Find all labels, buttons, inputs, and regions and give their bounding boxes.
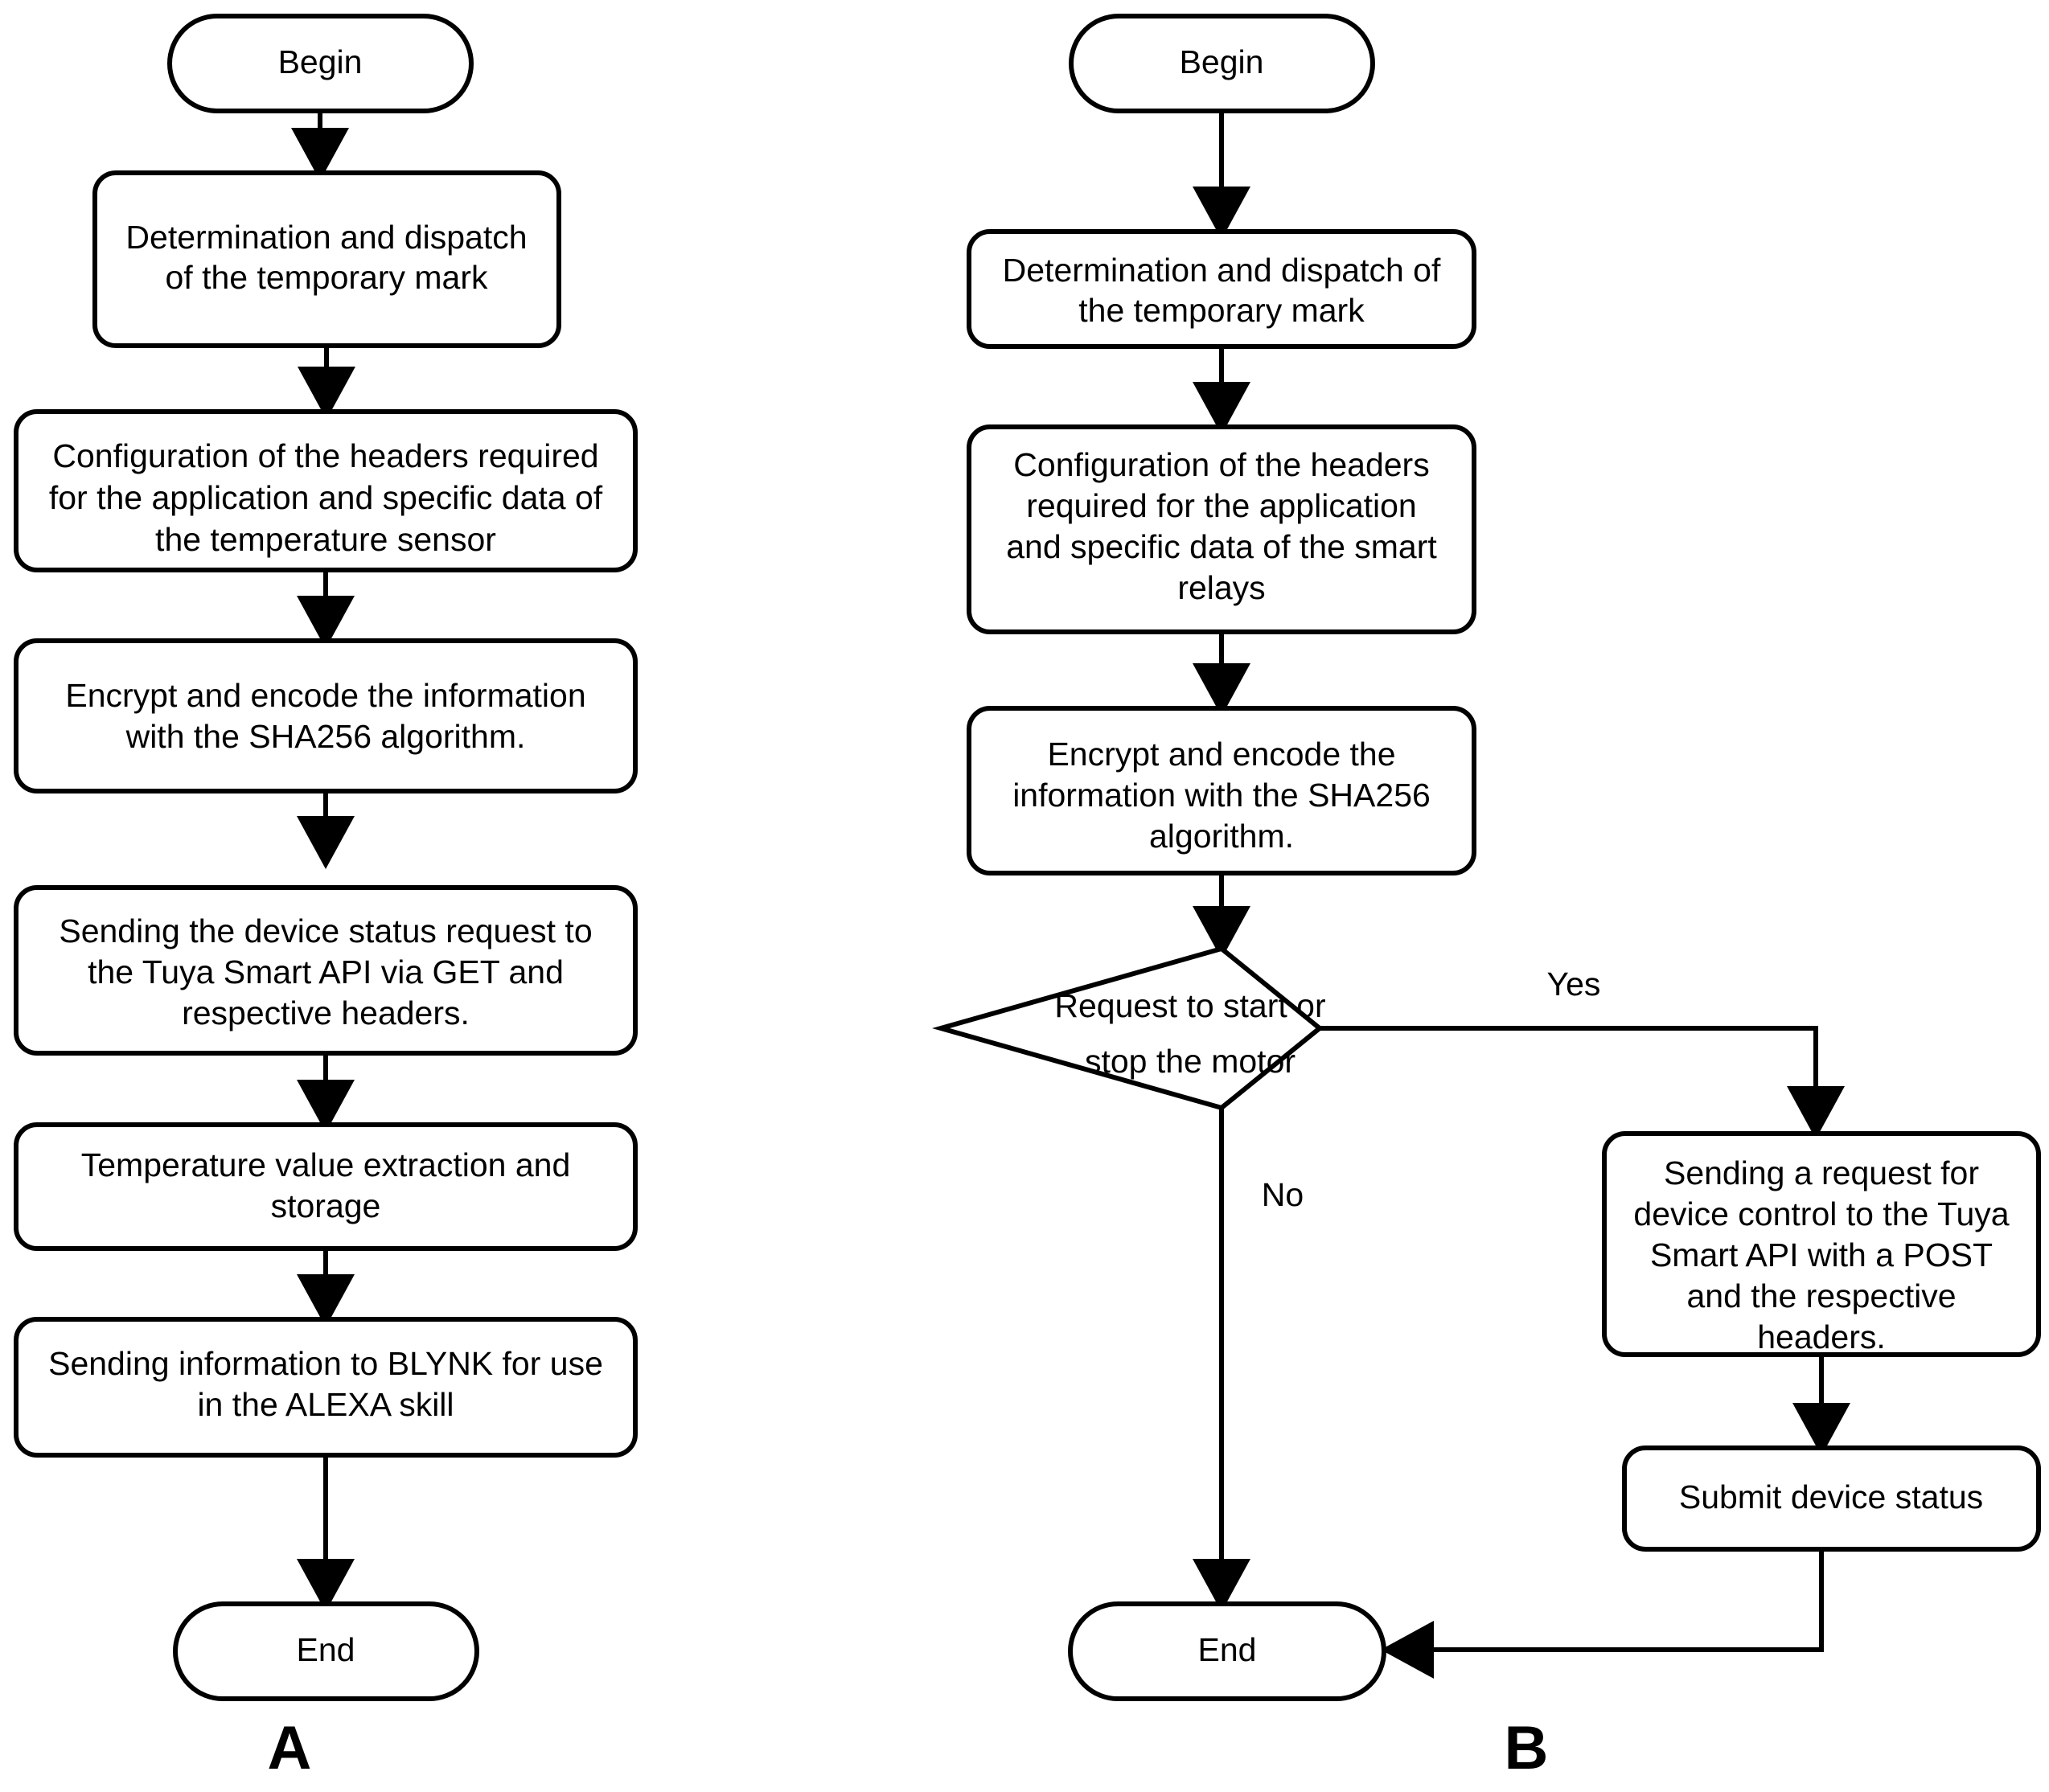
- node-a-step4-line3: respective headers.: [182, 994, 470, 1031]
- process-shape: [14, 638, 638, 793]
- process-shape: [967, 229, 1476, 349]
- node-b-step3-line1: Encrypt and encode the: [1047, 736, 1395, 773]
- node-b-decision[interactable]: Request to start or stop the motor: [932, 945, 1326, 1111]
- node-a-step6[interactable]: Sending information to BLYNK for use in …: [14, 1317, 638, 1458]
- node-b-step2-line2: required for the application: [1026, 487, 1416, 524]
- node-b-step4-line4: and the respective: [1686, 1277, 1956, 1314]
- node-b-step5-label: Submit device status: [1679, 1478, 1983, 1515]
- node-b-step1-line2: the temporary mark: [1078, 292, 1365, 329]
- node-b-step4-line3: Smart API with a POST: [1650, 1236, 1993, 1273]
- panel-a-label: A: [268, 1714, 312, 1782]
- panel-a: Begin Determination and dispatch of the …: [14, 14, 638, 1782]
- node-a-step5[interactable]: Temperature value extraction and storage: [14, 1122, 638, 1251]
- node-a-step3[interactable]: Encrypt and encode the information with …: [14, 638, 638, 793]
- node-b-step3[interactable]: Encrypt and encode the information with …: [967, 706, 1476, 875]
- node-b-step5[interactable]: Submit device status: [1622, 1445, 2041, 1552]
- node-a-step6-line1: Sending information to BLYNK for use: [48, 1345, 603, 1382]
- node-b-end[interactable]: End: [1068, 1601, 1386, 1701]
- process-shape: [1622, 1445, 2041, 1552]
- node-b-end-label: End: [1198, 1631, 1257, 1668]
- node-b-step2-line4: relays: [1177, 569, 1265, 606]
- node-b-begin-label: Begin: [1180, 43, 1264, 80]
- node-a-step3-line2: with the SHA256 algorithm.: [125, 718, 526, 755]
- node-b-step1-line1: Determination and dispatch of: [1003, 252, 1441, 289]
- node-a-step2-line3: the temperature sensor: [155, 521, 496, 558]
- edge-b-decision-yes: [1320, 1026, 1845, 1139]
- node-a-end[interactable]: End: [173, 1601, 479, 1701]
- node-a-step6-line2: in the ALEXA skill: [197, 1386, 454, 1423]
- node-a-step2-line1: Configuration of the headers required: [52, 437, 598, 474]
- node-a-step5-line2: storage: [271, 1187, 381, 1224]
- node-a-step4-line2: the Tuya Smart API via GET and: [88, 953, 564, 990]
- edge-label-yes: Yes: [1547, 966, 1601, 1003]
- node-b-decision-line1: Request to start or: [1054, 987, 1325, 1024]
- node-a-step2[interactable]: Configuration of the headers required fo…: [14, 409, 638, 572]
- node-a-step5-line1: Temperature value extraction and: [81, 1146, 571, 1183]
- edge-label-no: No: [1262, 1176, 1304, 1213]
- node-b-step2-line3: and specific data of the smart: [1006, 528, 1437, 565]
- panel-b: Begin Determination and dispatch of the …: [932, 14, 2041, 1782]
- node-b-decision-line2: stop the motor: [1085, 1043, 1296, 1080]
- node-b-step3-line2: information with the SHA256: [1012, 777, 1431, 814]
- node-b-step4-line5: headers.: [1757, 1318, 1886, 1355]
- panel-b-label: B: [1505, 1714, 1549, 1782]
- node-b-step4-line1: Sending a request for: [1664, 1154, 1979, 1191]
- node-a-begin-label: Begin: [278, 43, 363, 80]
- node-b-step1[interactable]: Determination and dispatch of the tempor…: [967, 229, 1476, 349]
- terminator-shape: [1068, 1601, 1386, 1701]
- node-a-step1-line2: of the temporary mark: [165, 259, 488, 296]
- node-a-step1[interactable]: Determination and dispatch of the tempor…: [92, 170, 561, 348]
- edge-b-step5-end: [1381, 1549, 1824, 1679]
- node-a-begin[interactable]: Begin: [167, 14, 474, 113]
- node-b-begin[interactable]: Begin: [1069, 14, 1375, 113]
- node-a-step3-line1: Encrypt and encode the information: [65, 677, 585, 714]
- node-b-step4[interactable]: Sending a request for device control to …: [1602, 1131, 2041, 1357]
- decision-shape: [932, 945, 1324, 1111]
- node-a-step4-line1: Sending the device status request to: [59, 912, 592, 949]
- node-b-step4-line2: device control to the Tuya: [1633, 1195, 2009, 1232]
- node-b-step2[interactable]: Configuration of the headers required fo…: [967, 424, 1476, 634]
- node-b-step3-line3: algorithm.: [1149, 818, 1294, 855]
- node-a-step2-line2: for the application and specific data of: [49, 479, 603, 516]
- node-a-step1-line1: Determination and dispatch: [125, 219, 527, 256]
- terminator-shape: [173, 1601, 479, 1701]
- node-a-step4[interactable]: Sending the device status request to the…: [14, 885, 638, 1056]
- node-b-step2-line1: Configuration of the headers: [1013, 446, 1429, 483]
- node-a-end-label: End: [297, 1631, 355, 1668]
